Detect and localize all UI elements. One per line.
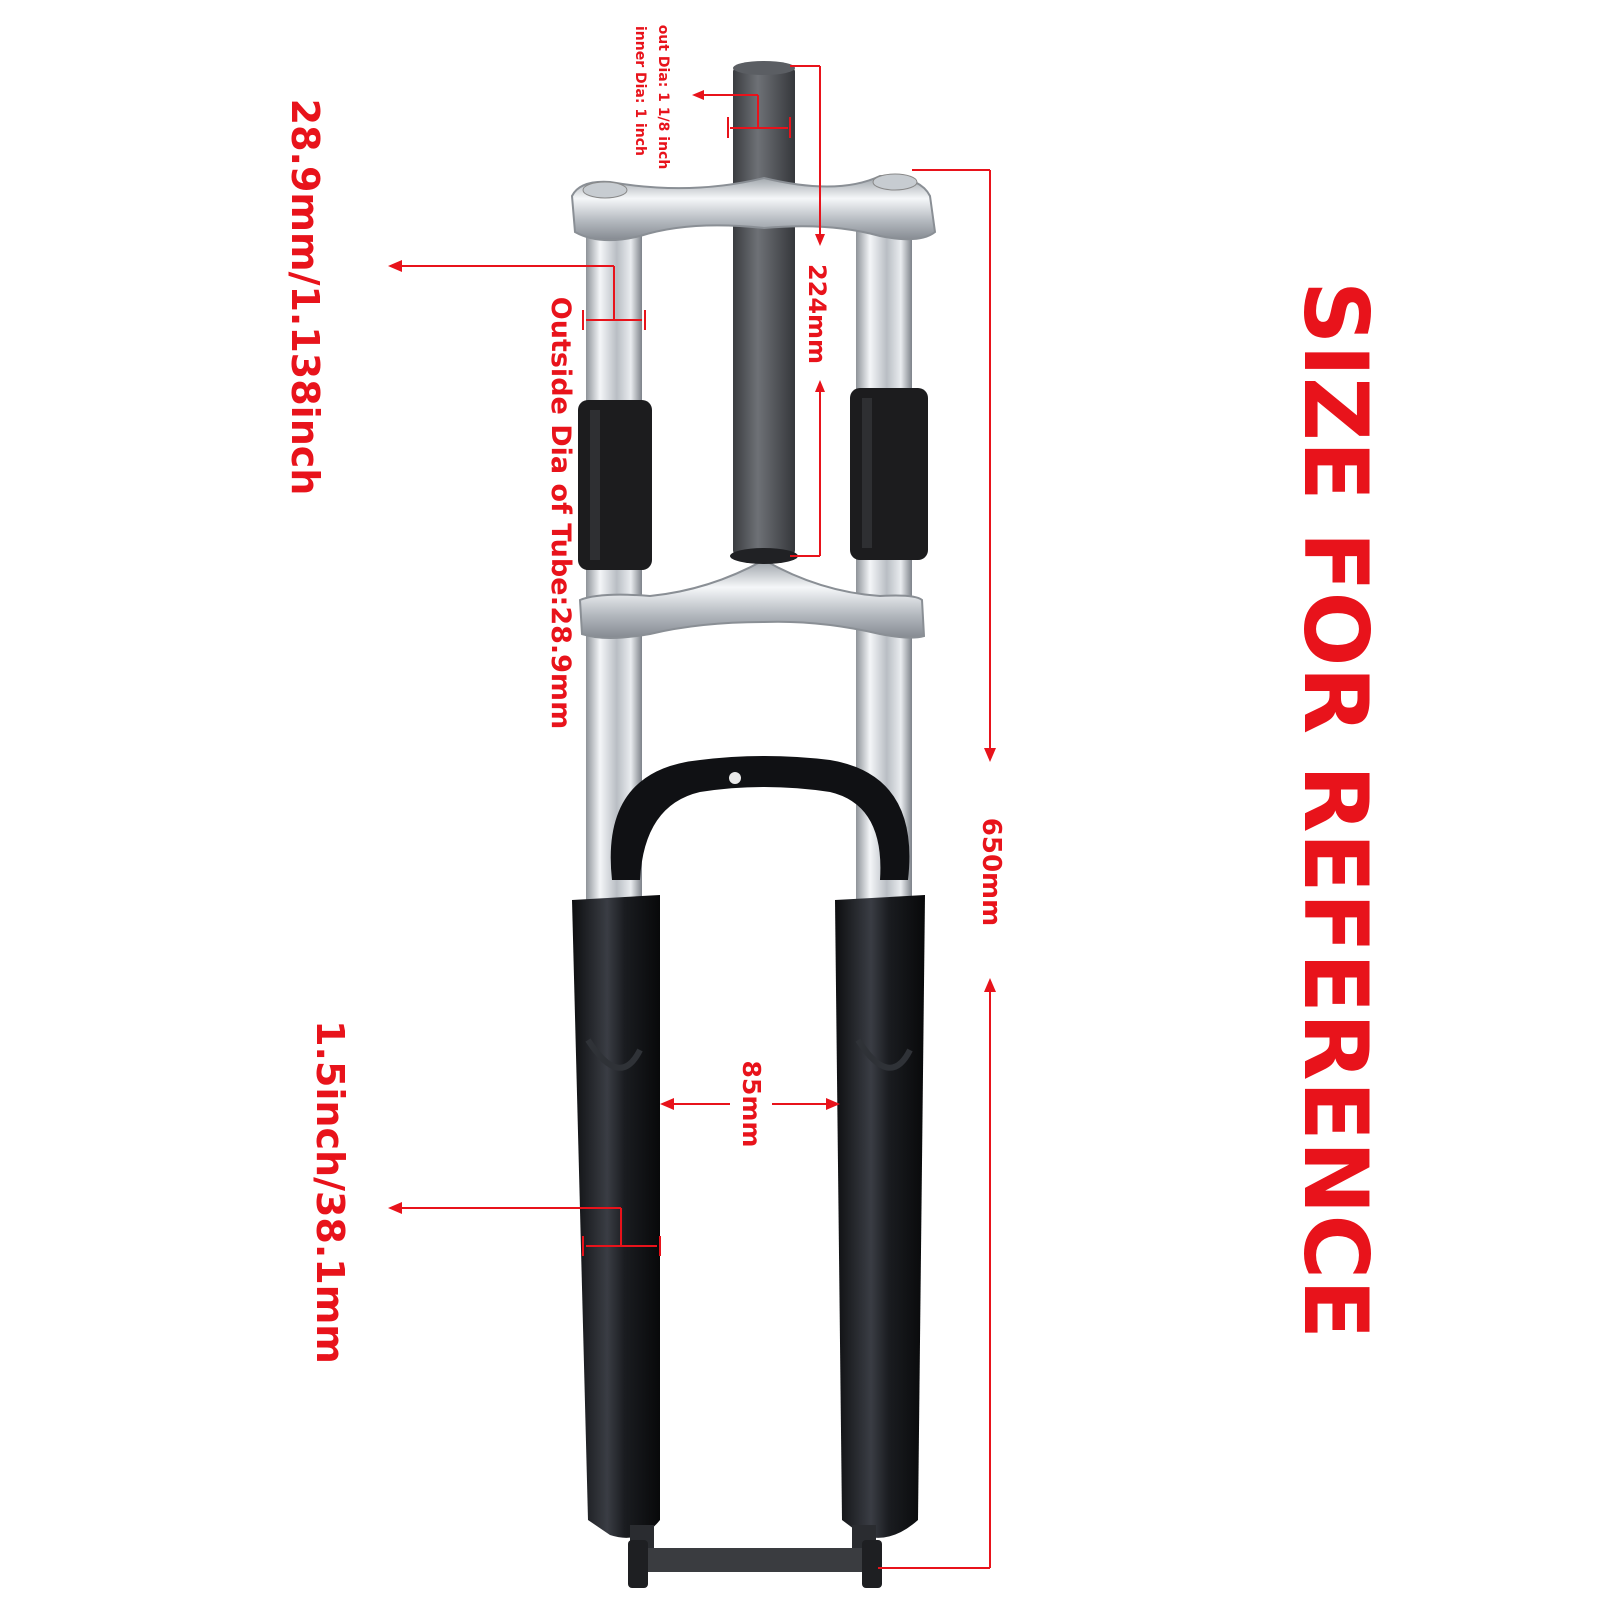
left-lower-leg: [572, 895, 660, 1538]
right-boot: [850, 388, 928, 560]
steerer-inner-diameter-label: inner Dia: 1 inch: [632, 26, 648, 156]
axle-width-label: 85mm: [737, 1060, 766, 1148]
right-lower-leg: [835, 895, 925, 1538]
tube-diameter-description-label: Outside Dia of Tube:28.9mm: [545, 296, 576, 730]
steerer-length-label: 224mm: [803, 263, 831, 365]
total-length-label: 650mm: [976, 817, 1006, 927]
steerer-outer-diameter-label: out Dia: 1 1/8 inch: [655, 24, 671, 170]
tube-diameter-imperial-label: 28.9mm/1.138inch: [283, 98, 327, 496]
steerer-top: [733, 61, 795, 75]
right-crown-cap: [872, 173, 918, 191]
lower-crown: [578, 558, 926, 639]
size-for-reference-heading: SIZE FOR REFERENCE: [1284, 280, 1387, 1340]
fork-arch: [610, 756, 910, 880]
left-boot: [578, 400, 652, 570]
upper-crown: [570, 174, 937, 242]
left-crown-cap: [582, 181, 628, 199]
dimension-lines: [388, 65, 996, 1569]
steerer-tube: [733, 66, 795, 556]
steerer-base: [730, 548, 798, 564]
lower-leg-diameter-label: 1.5inch/38.1mm: [308, 1020, 352, 1364]
axle: [636, 1548, 872, 1572]
arch-bolt: [729, 772, 741, 784]
